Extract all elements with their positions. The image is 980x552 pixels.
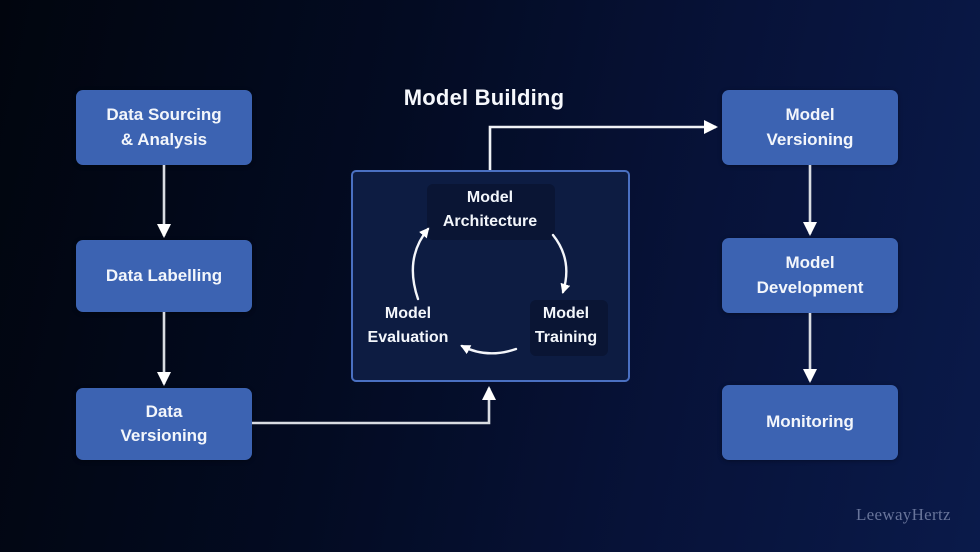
- node-data-labelling: Data Labelling: [76, 240, 252, 312]
- node-model-development: Model Development: [722, 238, 898, 313]
- label-backdrop: [530, 300, 608, 356]
- connector-versioning-to-model-building: [252, 386, 496, 425]
- cycle-label-model-evaluation: Model Evaluation: [367, 305, 449, 346]
- label-backdrop: [427, 184, 555, 240]
- node-monitoring: Monitoring: [722, 385, 898, 460]
- diagram-title: Model Building: [403, 85, 565, 110]
- cycle-label-model-architecture: Model Architecture: [442, 189, 538, 230]
- node-model-versioning: Model Versioning: [722, 90, 898, 165]
- leewayhertz-watermark: LeewayHertz: [856, 505, 951, 524]
- node-data-versioning: Data Versioning: [76, 388, 252, 460]
- connector-model-building-to-model-versioning: [488, 120, 718, 170]
- node-data-sourcing-analysis: Data Sourcing & Analysis: [76, 90, 252, 165]
- cycle-label-model-training: Model Training: [534, 305, 598, 346]
